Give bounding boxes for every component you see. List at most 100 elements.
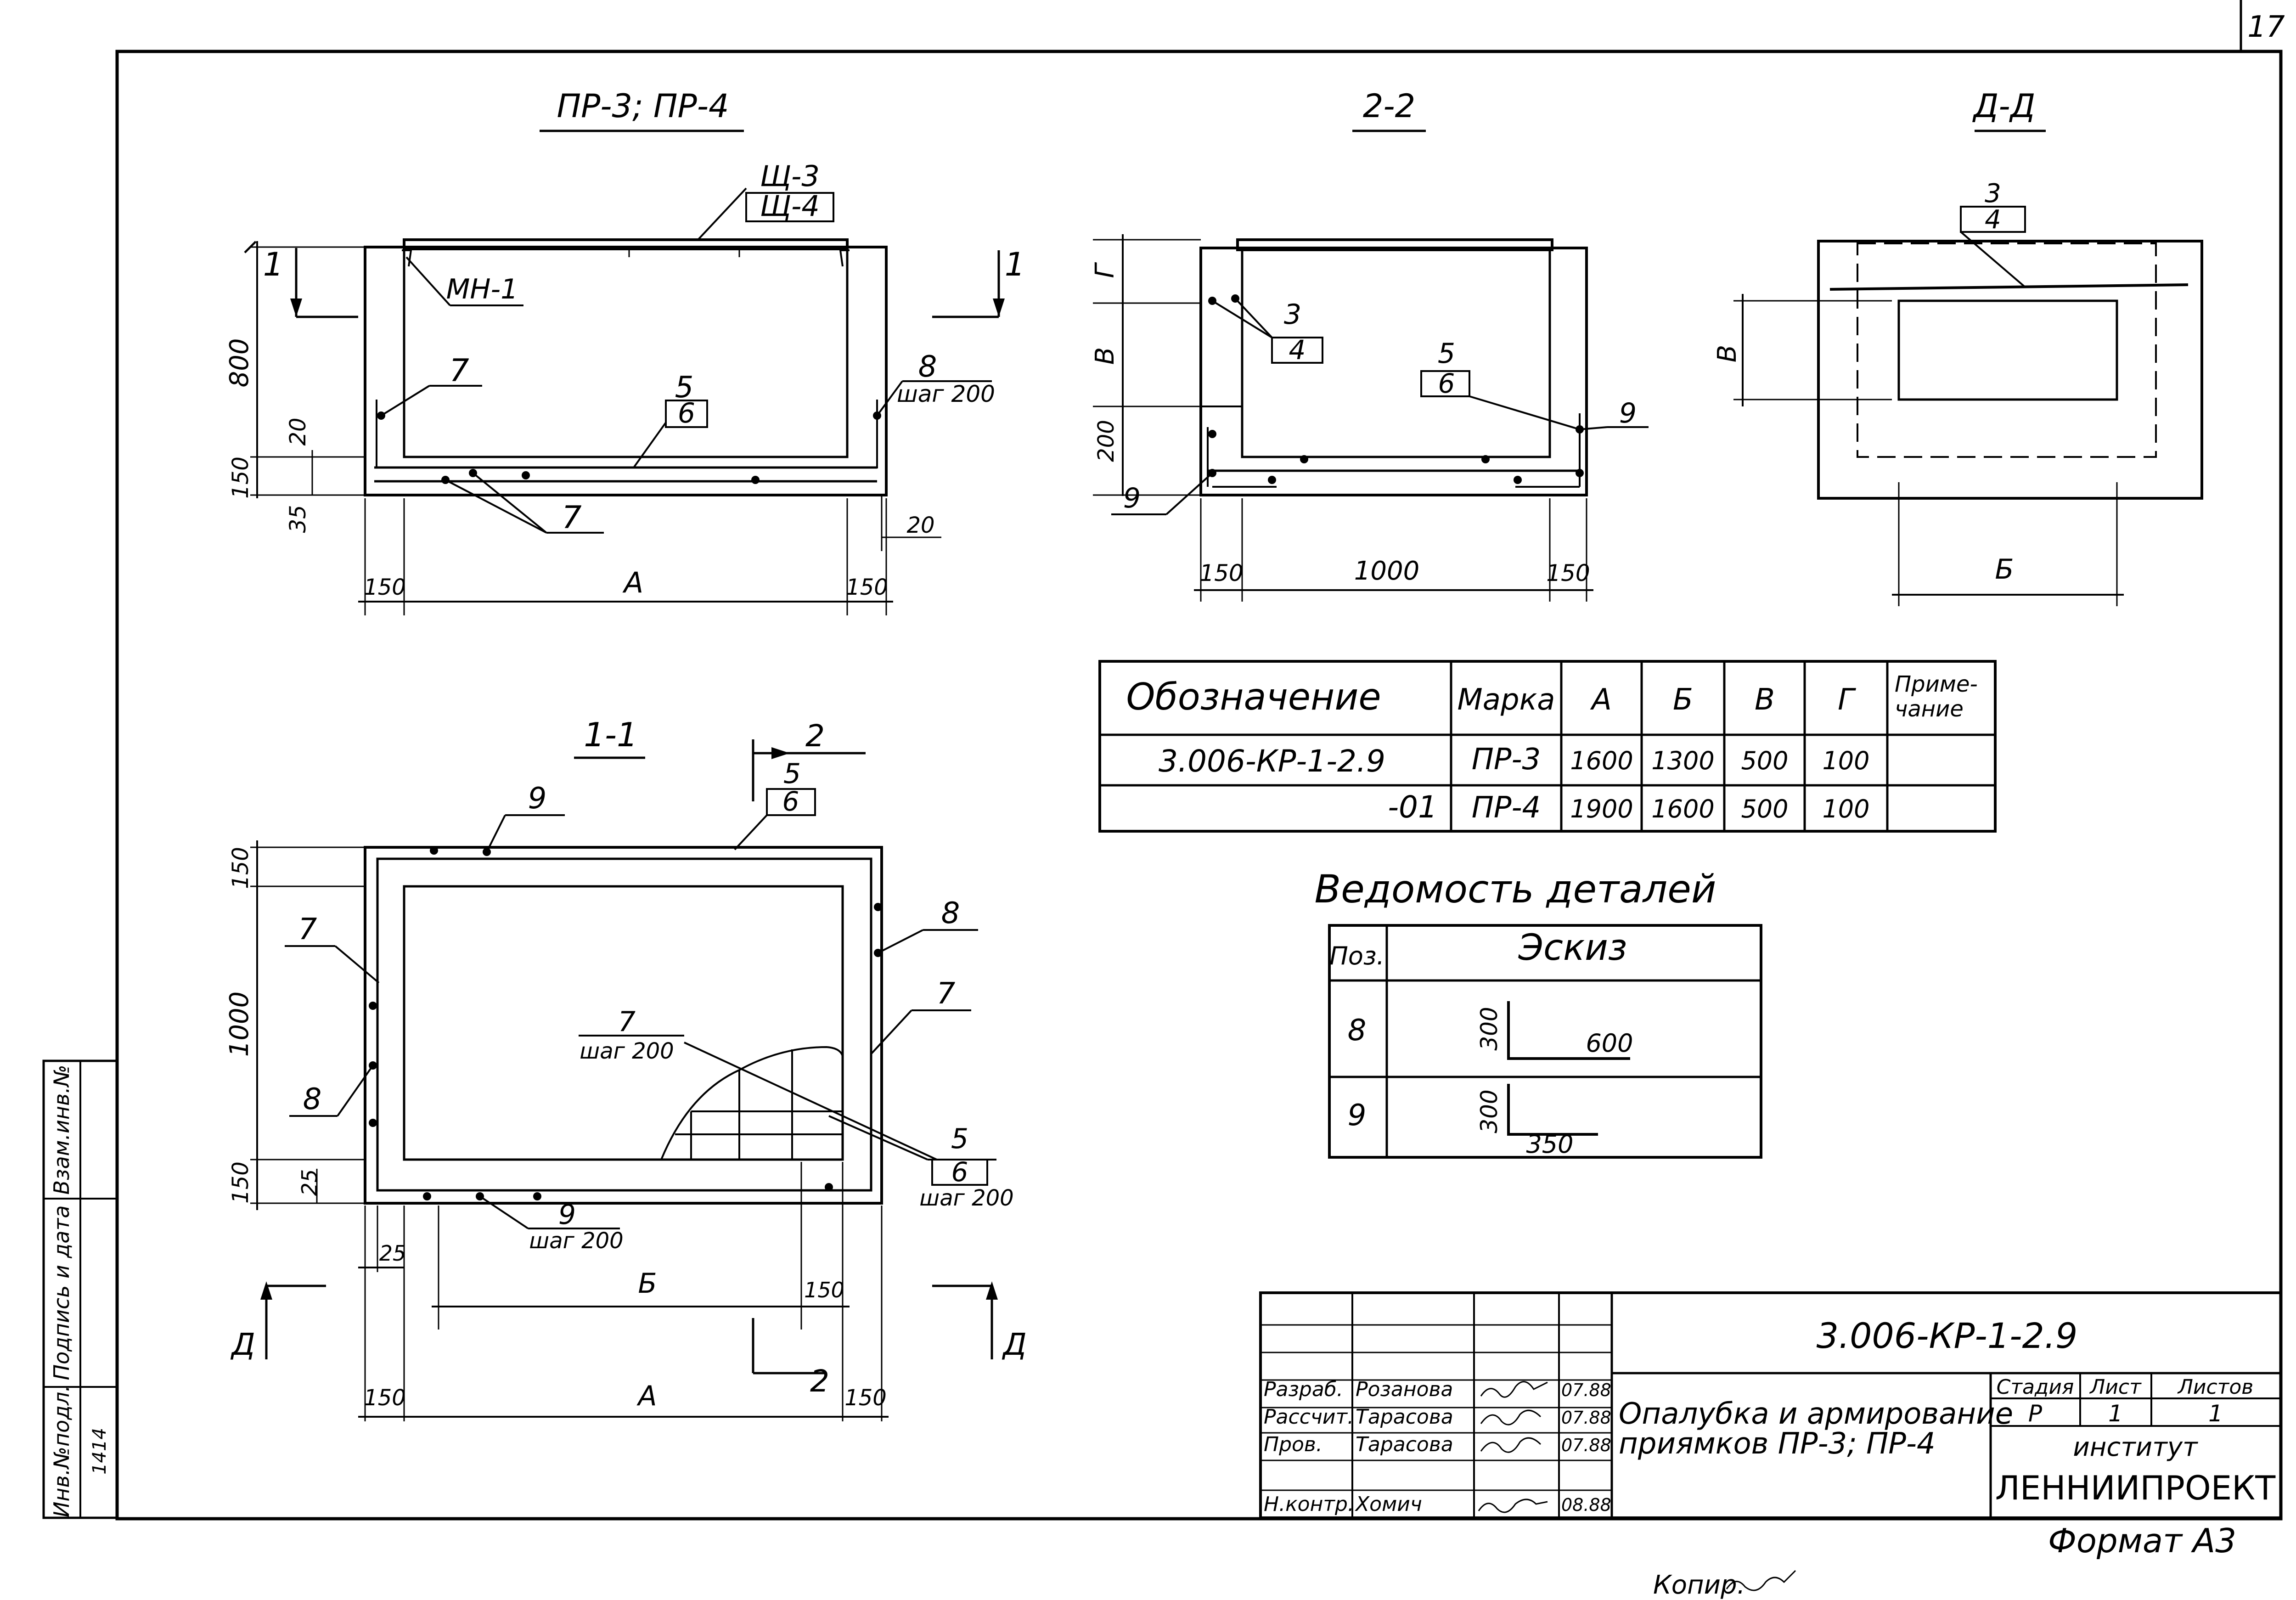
tb-name-2: Тарасова [1356,1405,1453,1429]
tb-role-3: Пров. [1264,1433,1322,1456]
plan-view: ПР-3; ПР-4 1 1 Щ-3 Щ-4 [225,87,1025,615]
tb-org-line2: ЛЕННИИПРОЕКТ [1995,1469,2276,1507]
tb-date-3: 07.88 [1561,1435,1611,1455]
side-stamp: Инв.№подл. Подпись и дата Взам.инв.№ 141… [42,1059,118,1519]
spec-row2-a: 1900 [1570,794,1633,823]
section11-dim-150-left: 150 [364,1385,406,1411]
section22-dim-150-left: 150 [1199,560,1243,586]
side-stamp-label-2: Подпись и дата [49,1205,74,1380]
tb-date-4: 08.88 [1561,1495,1611,1515]
section-1-1-view: 1-1 2 2 Д Д 9 5 [225,715,1027,1421]
spec-row2-v: 500 [1741,794,1788,823]
sheet-number: 17 [2247,10,2285,44]
section-2-2-view: 2-2 3 4 5 6 9 9 [1090,87,1649,602]
signature-2 [1480,1409,1542,1425]
spec-header-note: Приме-чание [1895,671,1978,722]
plan-bar-mark-8: 8 [918,350,937,384]
section11-dim-1000: 1000 [225,992,254,1057]
details-row1-l: 600 [1586,1029,1633,1058]
spec-header-mark: Марка [1458,683,1555,717]
title-block: 3.006-КР-1-2.9 Опалубка и армирование пр… [1259,1291,2282,1519]
plan-dim-800: 800 [225,338,254,388]
spec-row1-v: 500 [1741,746,1788,775]
sectionDD-mark-4: 4 [1985,205,2001,235]
section22-dim-g: Г [1090,262,1120,278]
tb-stage-label: Стадия [1997,1375,2074,1399]
tb-date-2: 07.88 [1561,1408,1611,1428]
section11-mark-7-left: 7 [298,913,317,946]
plan-bar-mark-7b: 7 [562,500,581,536]
plan-dim-20b: 20 [906,513,934,538]
section11-mark-9-top: 9 [528,782,547,816]
spec-header-a: А [1590,683,1612,717]
tb-name-3: Тарасова [1356,1433,1453,1456]
section-d-d-view: Д-Д 3 4 В Б [1712,87,2203,606]
plan-dim-150-left: 150 [364,575,406,600]
section11-mark-7-right: 7 [937,977,956,1011]
side-stamp-number: 1414 [89,1428,110,1475]
tb-sheets: 1 [2208,1400,2223,1427]
plan-dim-150-right: 150 [846,575,888,600]
details-row1-h: 300 [1476,1007,1503,1050]
signature-1 [1480,1381,1548,1398]
spec-row1-mark: ПР-3 [1472,743,1541,777]
plan-dim-20: 20 [285,417,311,445]
plan-shield-mark-1: Щ-3 [760,159,820,193]
section11-mark-5-bottom: 5 [951,1123,968,1155]
side-stamp-label-1: Инв.№подл. [49,1385,74,1517]
section22-dim-1000: 1000 [1354,556,1420,586]
section11-title: 1-1 [584,715,638,754]
tb-role-1: Разраб. [1264,1378,1343,1401]
plan-step-label: шаг 200 [897,381,995,407]
section11-step-label-right: шаг 200 [919,1185,1013,1211]
section11-dim-150-bottom: 150 [228,1161,253,1204]
section22-mark-9-left: 9 [1123,482,1141,514]
signature-3 [1480,1437,1542,1453]
copy-signature [1726,1570,1796,1591]
section11-mark-9-bottom: 9 [558,1199,576,1231]
section22-mark-4: 4 [1289,334,1306,366]
spec-row2-mark: ПР-4 [1472,791,1541,825]
section22-dim-150-right: 150 [1546,560,1590,586]
section11-section-mark-bottom: 2 [810,1363,829,1399]
section11-dim-150-top: 150 [228,847,253,889]
spec-header-v: В [1755,683,1775,717]
spec-row1-designation: 3.006-КР-1-2.9 [1159,744,1385,779]
sheet-number-box [2240,0,2281,53]
section22-mark-3: 3 [1284,299,1301,331]
spec-row1-g: 100 [1822,746,1869,775]
signature-4 [1478,1499,1548,1513]
section11-step-label-bottom: шаг 200 [529,1228,623,1254]
title-block-code: 3.006-КР-1-2.9 [1817,1315,2078,1356]
section11-view-mark-left: Д [230,1327,255,1362]
format-label: Формат А3 [2048,1521,2236,1560]
details-row2-pos: 9 [1348,1099,1367,1132]
tb-sheet-label: Лист [2089,1375,2142,1399]
spec-row2-g: 100 [1822,794,1869,823]
section22-title: 2-2 [1363,87,1415,125]
details-header-sketch: Эскиз [1518,927,1627,969]
tb-sheet: 1 [2108,1400,2123,1427]
sheet-frame [115,50,2283,1521]
tb-org-line1: институт [2073,1432,2198,1462]
tb-name-4: Хомич [1355,1493,1422,1516]
section11-dim-150-mid: 150 [804,1278,844,1302]
side-stamp-label-3: Взам.инв.№ [49,1065,74,1194]
section11-dim-a: А [636,1380,657,1412]
section11-mark-6: 6 [782,786,799,817]
section11-dim-b: Б [638,1268,657,1300]
sectionDD-title: Д-Д [1972,87,2036,125]
tb-name-1: Розанова [1356,1378,1453,1401]
plan-mn-mark: МН-1 [446,273,518,305]
copy-label: Копир. [1653,1570,1745,1600]
section11-mark-6-bottom: 6 [951,1156,968,1188]
section11-mark-5: 5 [783,758,801,790]
tb-role-4: Н.контр. [1264,1493,1354,1516]
details-row2-l: 350 [1526,1130,1573,1159]
plan-bar-mark-6: 6 [678,397,695,429]
plan-section-mark-left: 1 [263,246,284,283]
spec-header-b: Б [1673,683,1693,717]
plan-dim-150: 150 [228,456,253,499]
details-table: Ведомость деталей Поз. Эскиз 8 300 600 9… [1315,867,1762,1159]
